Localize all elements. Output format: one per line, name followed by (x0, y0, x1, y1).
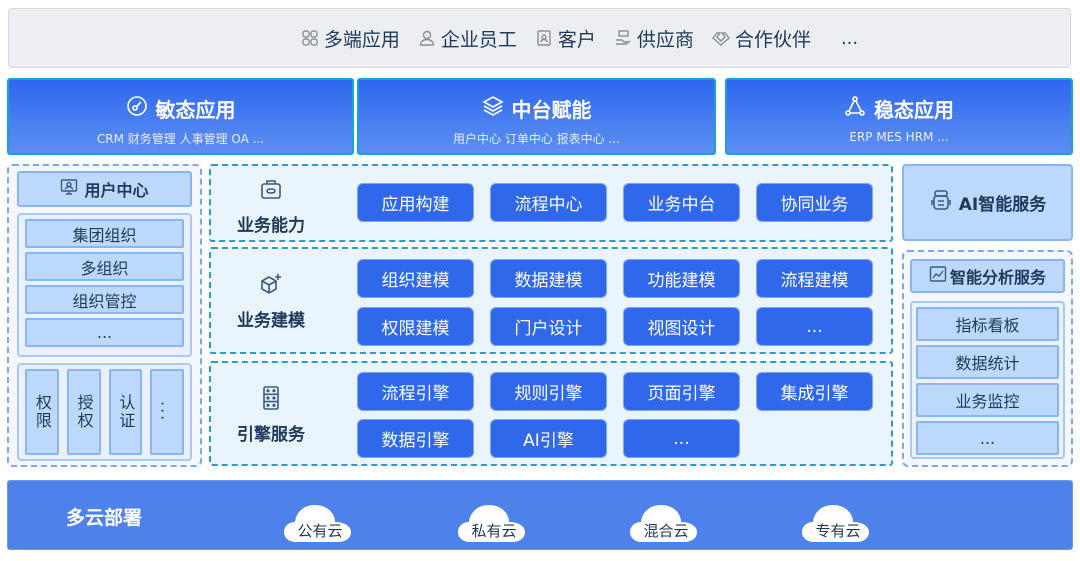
toolbox-icon (258, 176, 284, 211)
channel-label: 合作伙伴 (734, 28, 811, 51)
cloud-public[interactable]: 公有云 (282, 496, 358, 544)
engine-button[interactable]: 集成引擎 (756, 372, 873, 411)
monitor-user-icon (60, 178, 78, 200)
channel-label: 企业员工 (440, 28, 517, 51)
cloud-icon (630, 505, 697, 542)
analysis-header[interactable]: 智能分析服务 (910, 259, 1065, 293)
channel-multi-device[interactable]: 多端应用 (301, 25, 400, 52)
channel-supplier[interactable]: 供应商 (614, 25, 694, 52)
org-group: 集团组织 多组织 组织管控 ... (17, 213, 192, 357)
multi-cloud-deployment-bar: 多云部署 公有云 私有云 混合云 专有云 (7, 480, 1073, 550)
contact-card-icon (535, 29, 553, 47)
chart-icon (929, 265, 947, 287)
user-icon (418, 29, 436, 47)
robot-icon (929, 188, 953, 217)
cloud-private[interactable]: 私有云 (456, 496, 532, 544)
modeling-button[interactable]: 视图设计 (623, 307, 740, 346)
card-subtitle: 用户中心 订单中心 报表中心 ... (453, 132, 620, 146)
triangle-nodes-icon (844, 95, 866, 122)
multi-device-icon (301, 29, 319, 47)
cube-plus-icon (258, 271, 284, 306)
modeling-button[interactable]: 流程建模 (756, 259, 873, 298)
channel-customer[interactable]: 客户 (535, 25, 596, 52)
business-modeling-section: 业务建模 组织建模 数据建模 功能建模 流程建模 权限建模 门户设计 视图设计 … (209, 247, 893, 354)
user-center-panel: 用户中心 集团组织 多组织 组织管控 ... 权限 授权 认证 ... (7, 164, 202, 467)
card-subtitle: CRM 财务管理 人事管理 OA ... (96, 132, 265, 146)
user-center-title: 用户中心 (84, 181, 149, 200)
cloud-hybrid[interactable]: 混合云 (628, 496, 704, 544)
analysis-item[interactable]: 业务监控 (916, 383, 1059, 417)
analysis-item[interactable]: ... (916, 421, 1059, 455)
modeling-button[interactable]: 权限建模 (357, 307, 474, 346)
ai-service-title: AI智能服务 (958, 195, 1047, 215)
handshake-icon (711, 29, 730, 47)
auth-item[interactable]: ... (150, 369, 184, 455)
engine-services-section: 引擎服务 流程引擎 规则引擎 页面引擎 集成引擎 数据引擎 AI引擎 ... (209, 361, 893, 466)
org-item[interactable]: 集团组织 (25, 219, 184, 248)
cloud-icon (458, 505, 525, 542)
cloud-icon (802, 505, 869, 542)
card-subtitle: ERP MES HRM ... (849, 130, 949, 144)
card-title: 中台赋能 (511, 98, 592, 122)
channel-more[interactable]: ... (840, 27, 859, 49)
cloud-dedicated[interactable]: 专有云 (800, 496, 876, 544)
ai-service-card[interactable]: AI智能服务 (902, 164, 1073, 241)
org-item[interactable]: 组织管控 (25, 285, 184, 314)
channel-label: 多端应用 (323, 28, 400, 51)
card-title: 敏态应用 (155, 98, 236, 122)
capability-button[interactable]: 流程中心 (490, 183, 607, 222)
auth-item[interactable]: 权限 (25, 369, 59, 455)
capability-button[interactable]: 业务中台 (623, 183, 740, 222)
engine-button[interactable]: 页面引擎 (623, 372, 740, 411)
agile-apps-card[interactable]: 敏态应用 CRM 财务管理 人事管理 OA ... (7, 78, 354, 155)
server-icon (258, 385, 284, 420)
stable-apps-card[interactable]: 稳态应用 ERP MES HRM ... (725, 78, 1073, 155)
business-capability-section: 业务能力 应用构建 流程中心 业务中台 协同业务 (209, 164, 893, 242)
channel-employee[interactable]: 企业员工 (418, 25, 517, 52)
modeling-button[interactable]: 组织建模 (357, 259, 474, 298)
channel-label: 客户 (557, 28, 596, 51)
channel-label: 供应商 (636, 28, 694, 51)
org-item[interactable]: ... (25, 318, 184, 347)
analysis-group: 指标看板 数据统计 业务监控 ... (910, 301, 1065, 459)
modeling-button[interactable]: 门户设计 (490, 307, 607, 346)
capability-button[interactable]: 协同业务 (756, 183, 873, 222)
card-title: 稳态应用 (874, 98, 954, 122)
analysis-title: 智能分析服务 (949, 268, 1046, 287)
middle-platform-card[interactable]: 中台赋能 用户中心 订单中心 报表中心 ... (357, 78, 716, 155)
engine-button[interactable]: 规则引擎 (490, 372, 607, 411)
section-label: 业务能力 (211, 176, 331, 236)
analysis-item[interactable]: 数据统计 (916, 345, 1059, 379)
org-item[interactable]: 多组织 (25, 252, 184, 281)
user-center-header[interactable]: 用户中心 (17, 171, 192, 207)
auth-item[interactable]: 授权 (66, 369, 101, 455)
channel-bar: 多端应用 企业员工 客户 供应商 合作伙伴 ... (8, 8, 1071, 68)
modeling-button[interactable]: 数据建模 (490, 259, 607, 298)
engine-button[interactable]: 数据引擎 (357, 419, 474, 458)
engine-button[interactable]: ... (623, 419, 740, 458)
modeling-button[interactable]: 功能建模 (623, 259, 740, 298)
auth-group: 权限 授权 认证 ... (17, 363, 192, 461)
layers-icon (481, 95, 504, 122)
gauge-icon (126, 95, 148, 122)
channel-partner[interactable]: 合作伙伴 (711, 25, 811, 52)
capability-button[interactable]: 应用构建 (357, 183, 474, 222)
analysis-panel: 智能分析服务 指标看板 数据统计 业务监控 ... (902, 250, 1073, 467)
section-label: 业务建模 (211, 271, 331, 331)
modeling-button[interactable]: ... (756, 307, 873, 346)
engine-button[interactable]: 流程引擎 (357, 372, 474, 411)
hand-box-icon (614, 29, 632, 47)
cloud-icon (284, 505, 351, 542)
auth-item[interactable]: 认证 (108, 369, 143, 455)
engine-button[interactable]: AI引擎 (490, 419, 607, 458)
deploy-title: 多云部署 (66, 507, 143, 529)
section-label: 引擎服务 (211, 385, 331, 445)
analysis-item[interactable]: 指标看板 (916, 307, 1059, 341)
